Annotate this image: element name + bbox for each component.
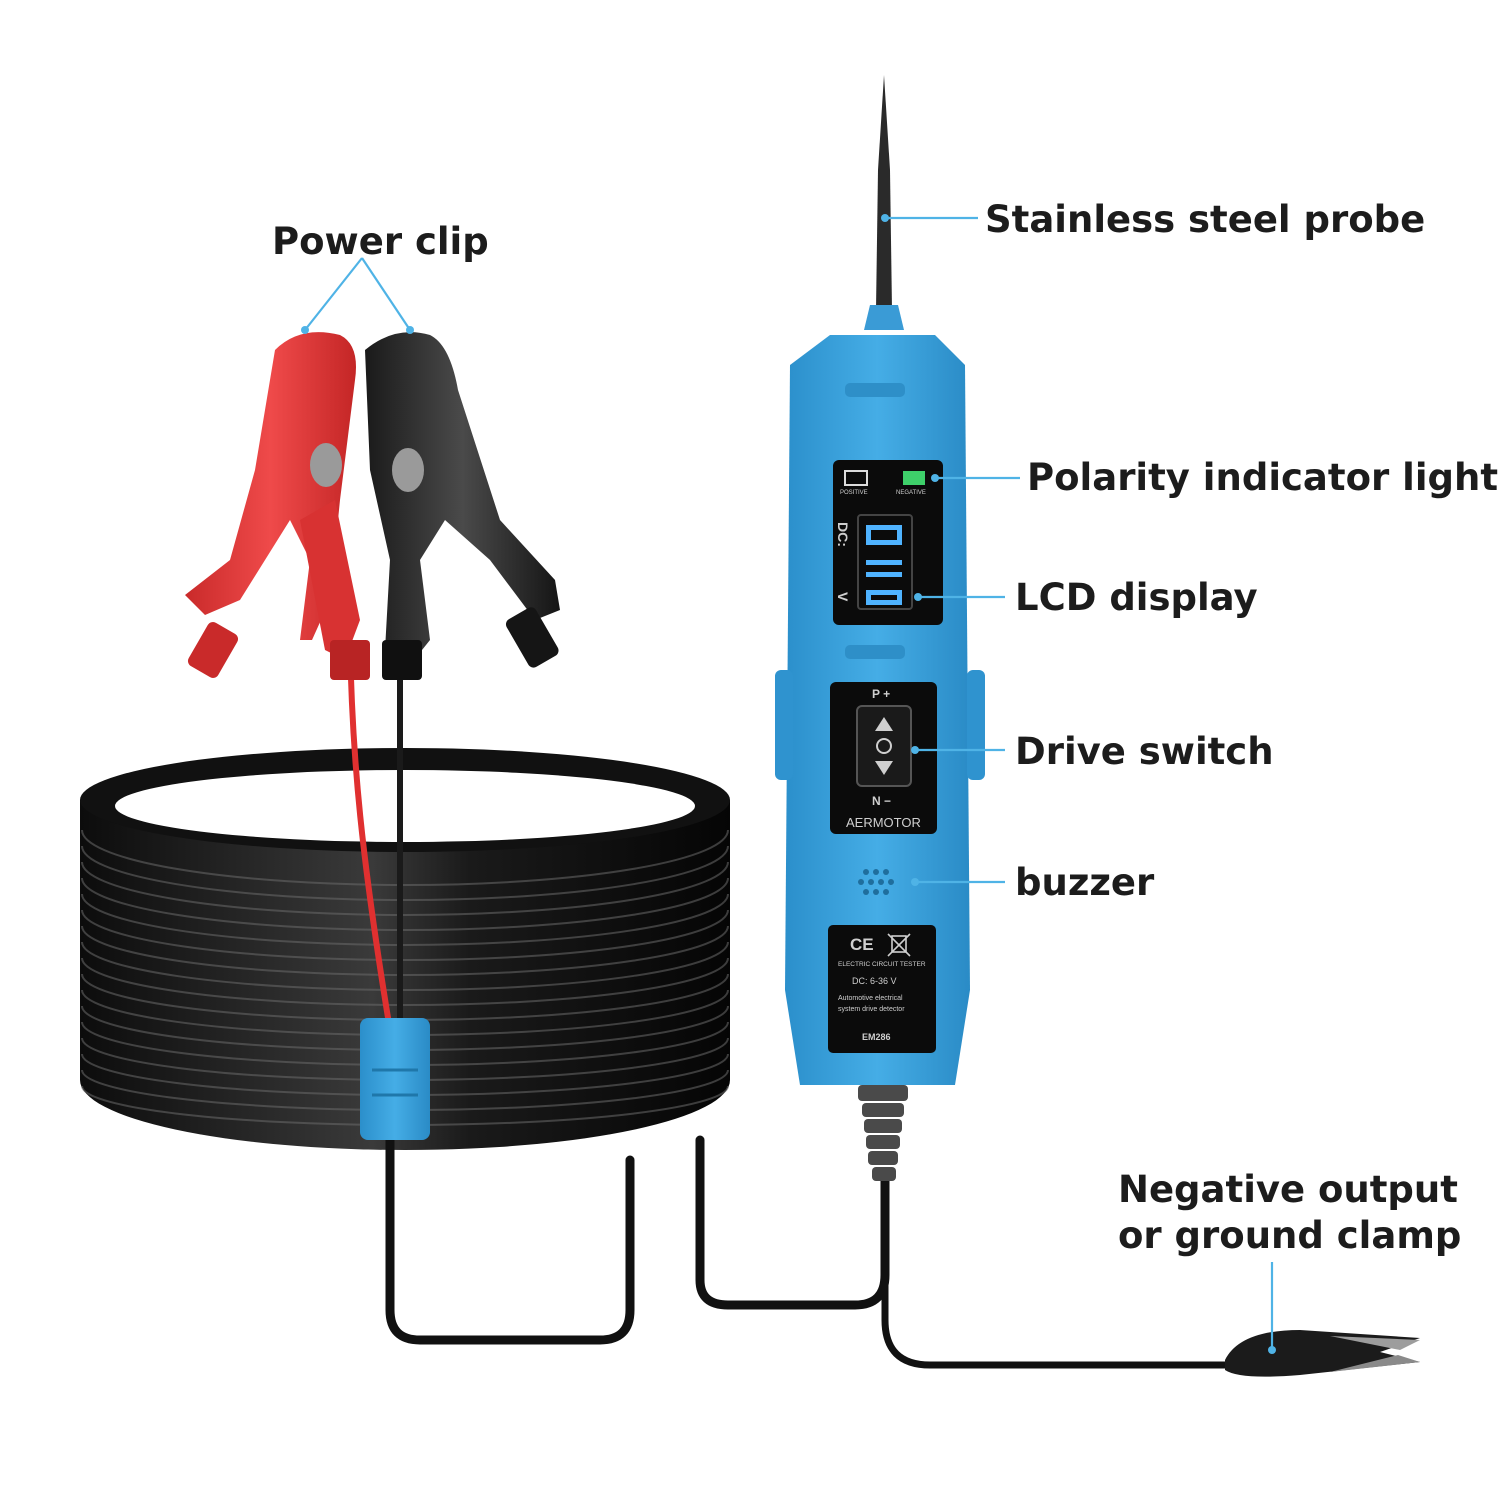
coil-ring (81, 925, 729, 976)
label-power-clip: Power clip (272, 220, 489, 263)
label-polarity-indicator: Polarity indicator light (1027, 456, 1498, 499)
coil-ring (81, 909, 729, 961)
coil-ring (81, 893, 729, 946)
label-lcd-display: LCD display (1015, 576, 1258, 619)
lead-cables (385, 1135, 1234, 1369)
switch-p-label: P + (872, 687, 890, 701)
red-power-clip (185, 332, 370, 680)
tester-device: POSITIVE NEGATIVE DC: V P + N − AERMOTOR (775, 75, 985, 1181)
spec-desc-2: system drive detector (838, 1006, 905, 1013)
spec-title: ELECTRIC CIRCUIT TESTER (838, 961, 926, 968)
callout-dots (301, 214, 1276, 1354)
ce-mark: CE (850, 935, 874, 954)
wire-connector (360, 1018, 430, 1140)
red-wire (347, 639, 393, 1031)
steel-probe (876, 75, 892, 310)
positive-indicator (844, 470, 868, 486)
spec-desc-1: Automotive electrical (838, 995, 903, 1002)
lcd-unit-dc: DC: (835, 522, 851, 547)
buzzer-grille (858, 869, 894, 895)
spec-label (828, 925, 936, 1053)
label-buzzer: buzzer (1015, 861, 1155, 904)
coil-ring (81, 845, 729, 901)
positive-label: POSITIVE (840, 490, 868, 496)
weee-icon (887, 933, 911, 957)
ground-clamp (1225, 1330, 1420, 1377)
spec-range: DC: 6-36 V (852, 976, 897, 986)
label-drive-switch: Drive switch (1015, 730, 1274, 773)
label-ground-line-2: or ground clamp (1118, 1214, 1461, 1257)
brand-logo: AERMOTOR (846, 815, 921, 830)
coil-ring (81, 861, 729, 916)
negative-label: NEGATIVE (896, 490, 926, 496)
black-power-clip (365, 332, 560, 680)
coil-ring (81, 829, 729, 886)
lcd-unit-v: V (835, 592, 851, 602)
coil-ring (81, 957, 729, 1006)
label-probe: Stainless steel probe (985, 198, 1425, 241)
switch-n-label: N − (872, 794, 891, 808)
negative-indicator (903, 471, 925, 485)
label-ground-line-1: Negative output (1118, 1168, 1458, 1211)
cable-coil (80, 748, 730, 1150)
drive-switch[interactable] (856, 705, 912, 787)
lcd-digits (857, 514, 913, 610)
coil-ring (81, 941, 729, 991)
coil-ring (81, 877, 729, 931)
model-number: EM286 (862, 1032, 891, 1042)
callout-lines (304, 216, 1274, 1350)
